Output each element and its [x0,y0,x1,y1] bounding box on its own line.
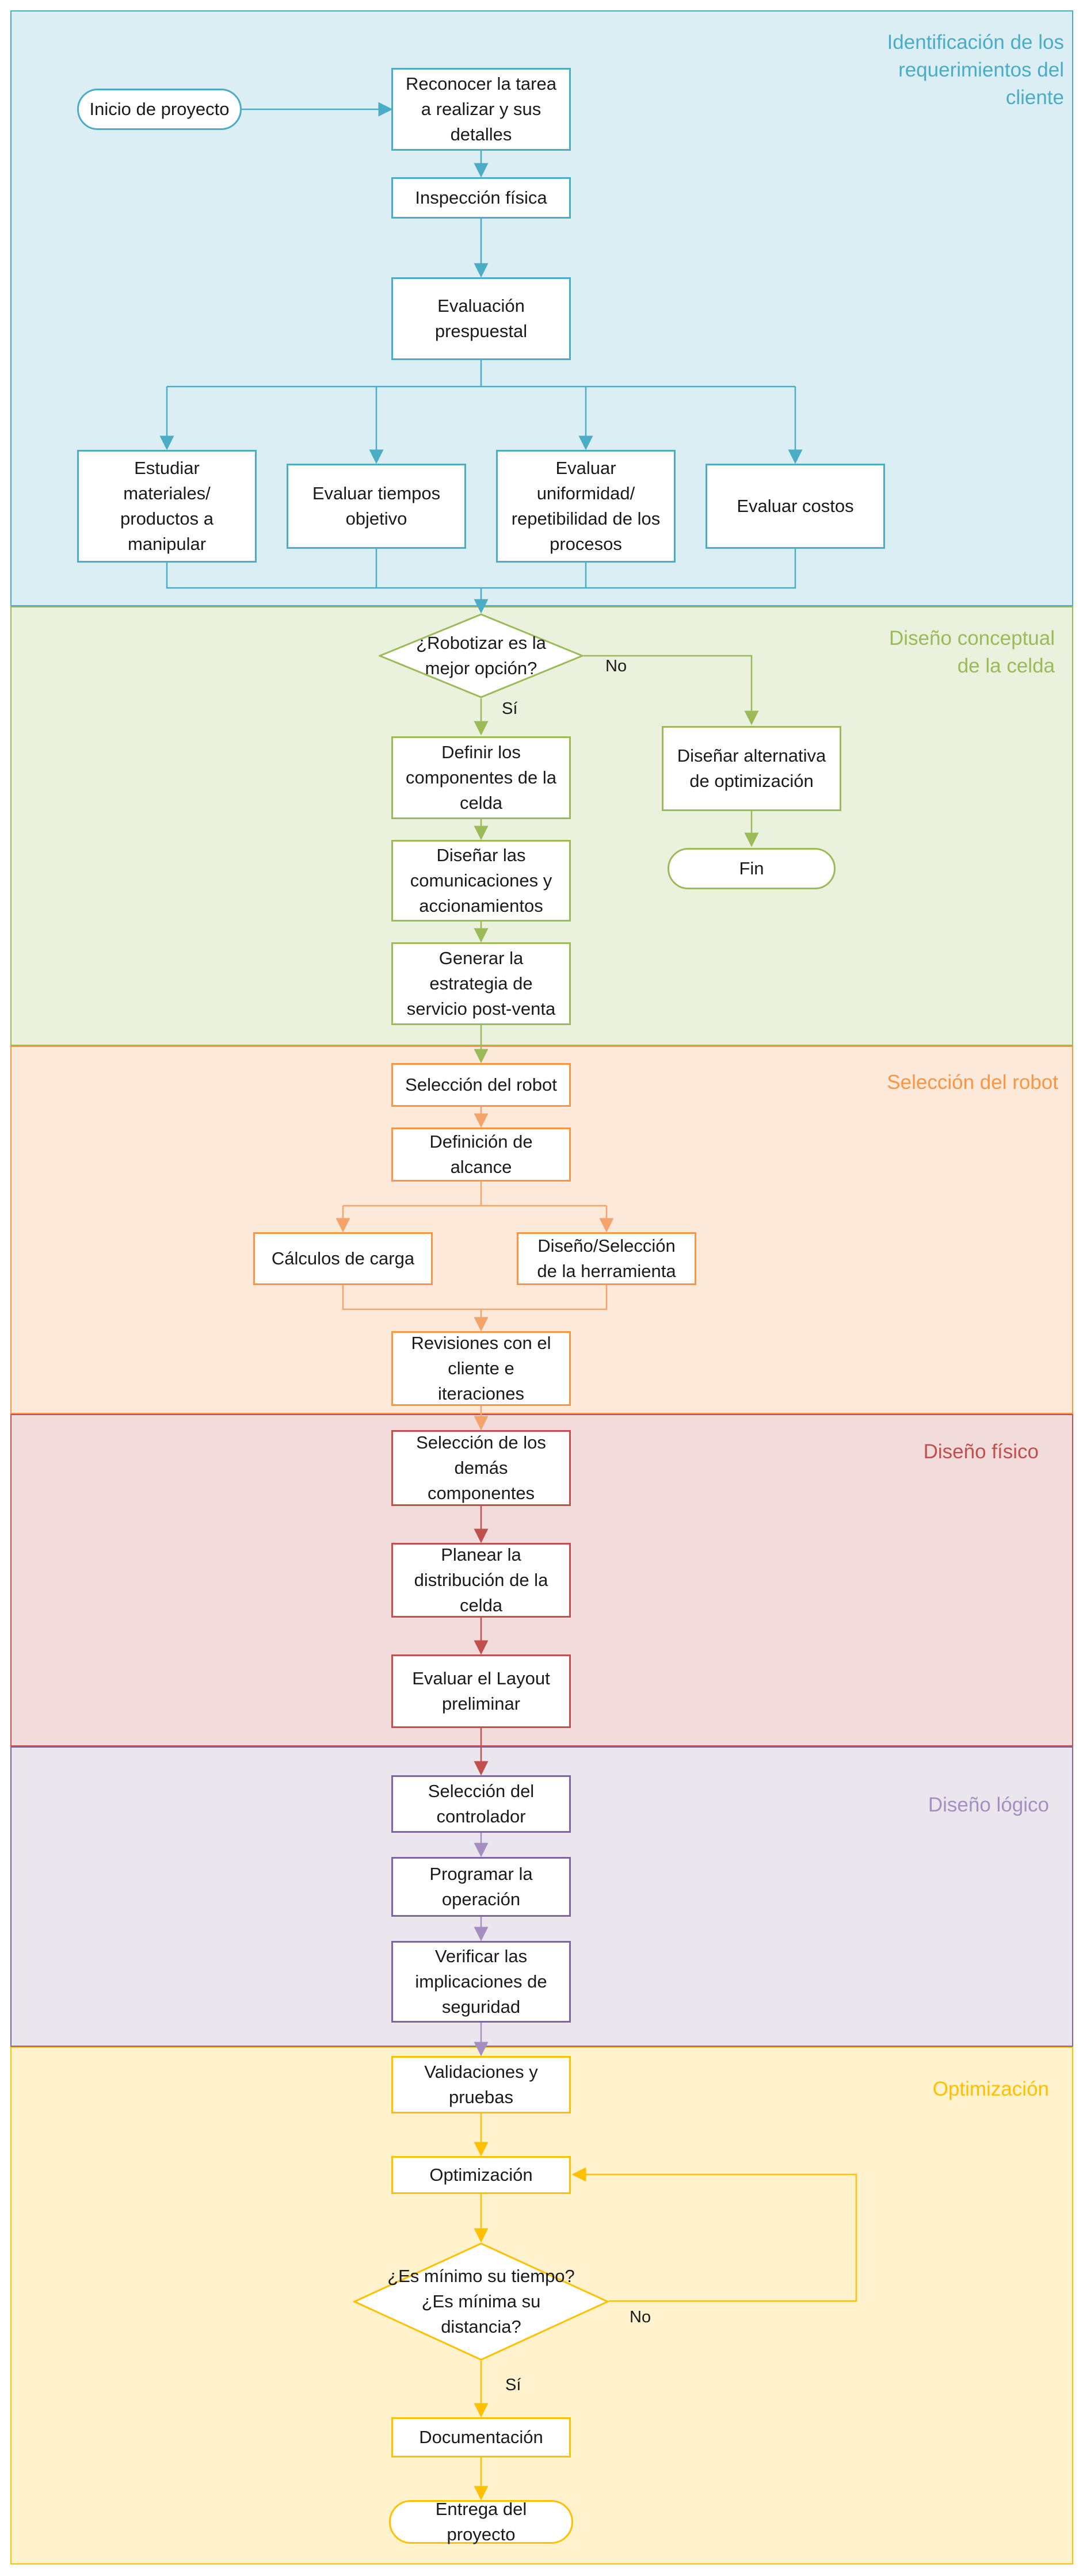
lane-title-logico: Diseño lógico [928,1794,1049,1816]
node-seleccion-robot: Selección del robot [391,1063,571,1107]
decision-robotizar-label: ¿Robotizar es la mejor opción? [416,633,546,678]
node-evaluacion-presupuestal: Evaluación prespuestal [391,277,571,360]
node-calculos-carga: Cálculos de carga [253,1232,433,1285]
node-disenar-comunicaciones: Diseñar las comunicaciones y accionamien… [391,840,571,922]
decision-robotizar: ¿Robotizar es la mejor opción? [379,613,584,698]
node-definicion-alcance: Definición de alcance [391,1128,571,1182]
lane-title-optimizacion: Optimización [932,2078,1049,2100]
node-reconocer-tarea: Reconocer la tarea a realizar y sus deta… [391,68,571,151]
node-seleccion-demas-componentes: Selección de los demás componentes [391,1430,571,1506]
label-minimo-no: No [630,2308,651,2326]
diamond-shape [379,613,584,698]
node-evaluar-costos: Evaluar costos [706,464,885,549]
node-inspeccion-fisica: Inspección física [391,177,571,219]
decision-minimo-label: ¿Es mínimo su tiempo? ¿Es mínima su dist… [387,2266,575,2337]
node-validaciones-pruebas: Validaciones y pruebas [391,2056,571,2113]
node-optimizacion: Optimización [391,2156,571,2194]
label-minimo-si: Sí [505,2376,521,2394]
decision-minimo-tiempo: ¿Es mínimo su tiempo? ¿Es mínima su dist… [353,2242,609,2361]
node-programar-operacion: Programar la operación [391,1857,571,1917]
node-seleccion-controlador: Selección del controlador [391,1775,571,1833]
lane-title-requerimientos: Identificación de los requerimientos del… [887,31,1064,109]
node-verificar-seguridad: Verificar las implicaciones de seguridad [391,1941,571,2023]
node-estrategia-postventa: Generar la estrategia de servicio post-v… [391,942,571,1025]
node-inicio-proyecto: Inicio de proyecto [77,89,242,130]
label-robotizar-si: Sí [502,700,518,718]
node-documentacion: Documentación [391,2417,571,2457]
diamond-shape [353,2242,609,2361]
node-fin: Fin [668,848,836,889]
node-estudiar-materiales: Estudiar materiales/ productos a manipul… [77,450,257,563]
node-definir-componentes: Definir los componentes de la celda [391,736,571,819]
label-robotizar-no: No [605,657,627,675]
node-disenar-alternativa: Diseñar alternativa de optimización [662,726,841,811]
node-evaluar-tiempos: Evaluar tiempos objetivo [287,464,466,549]
lane-title-seleccion: Selección del robot [887,1071,1058,1094]
node-diseno-herramienta: Diseño/Selección de la herramienta [517,1232,696,1285]
node-revisiones-cliente: Revisiones con el cliente e iteraciones [391,1331,571,1406]
node-entrega-proyecto: Entrega del proyecto [389,2499,573,2544]
lane-title-fisico: Diseño físico [923,1440,1039,1463]
node-planear-distribucion: Planear la distribución de la celdа [391,1543,571,1618]
node-evaluar-uniformidad: Evaluar uniformidad/ repetibilidad de lo… [496,450,676,563]
node-evaluar-layout: Evaluar el Layout preliminar [391,1654,571,1728]
lane-title-conceptual: Diseño conceptual de la celda [889,627,1055,677]
